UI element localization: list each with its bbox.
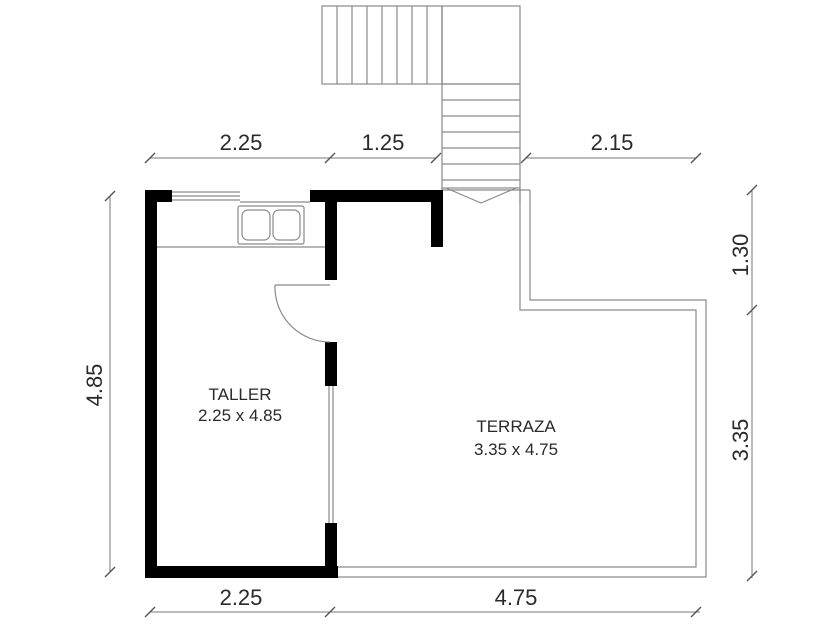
room-terraza-size: 3.35 x 4.75 [474,440,558,459]
terrace-outline [338,189,707,578]
counter [157,201,325,248]
sliding-door [328,386,334,523]
walls [145,190,443,578]
sink [237,205,305,245]
dim-top-left: 2.25 [220,130,263,155]
staircase [321,5,521,204]
room-taller-name: TALLER [209,385,272,404]
dim-top-middle: 1.25 [362,130,405,155]
dim-top-right: 2.15 [591,130,634,155]
dim-right-lower: 3.35 [728,419,753,462]
dimension-lines [104,152,758,618]
room-taller-size: 2.25 x 4.85 [198,406,282,425]
dim-bottom-right: 4.75 [495,585,538,610]
door-swing [274,284,331,343]
room-terraza-name: TERRAZA [476,417,556,436]
dim-right-upper: 1.30 [728,234,753,277]
window [172,191,240,201]
dim-bottom-left: 2.25 [220,585,263,610]
dim-left-height: 4.85 [82,364,107,407]
